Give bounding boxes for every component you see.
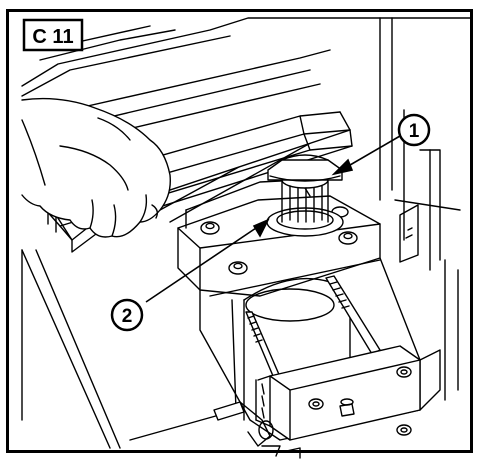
figure-border [6, 9, 473, 453]
callout-leaders [145, 135, 401, 303]
leader-line-2 [145, 223, 263, 303]
callout-2: 2 [110, 298, 144, 332]
machine-drawing [21, 17, 471, 459]
leader-arrowhead-2 [252, 218, 270, 238]
figure-label: C 11 [32, 26, 73, 48]
leader-arrowhead-1 [331, 158, 354, 176]
callout-1-number: 1 [409, 121, 420, 142]
callout-1: 1 [397, 113, 431, 147]
figure-label-box: C 11 [22, 18, 84, 52]
callout-2-number: 2 [122, 306, 133, 327]
